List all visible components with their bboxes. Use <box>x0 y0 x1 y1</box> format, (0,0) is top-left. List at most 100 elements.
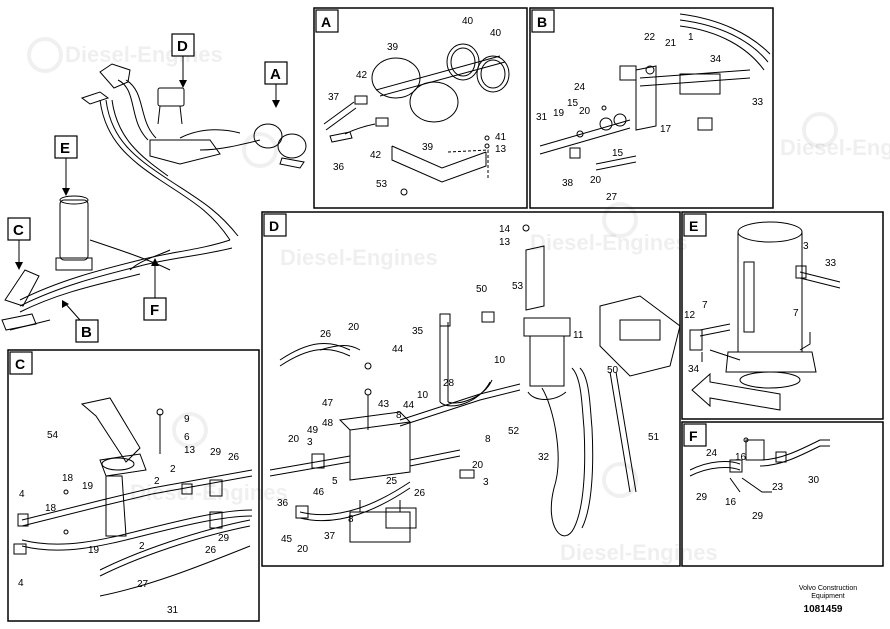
svg-text:2: 2 <box>154 476 160 487</box>
svg-text:43: 43 <box>378 399 390 410</box>
panel-E-callouts: 3 33 7 12 7 34 <box>684 241 837 375</box>
overview-flag-D[interactable]: D <box>171 33 195 88</box>
panel-B-tag <box>531 9 555 33</box>
svg-text:8: 8 <box>348 514 354 525</box>
overview-flag-E[interactable]: E <box>54 135 78 196</box>
svg-text:16: 16 <box>735 452 747 463</box>
svg-text:29: 29 <box>210 447 222 458</box>
svg-text:44: 44 <box>403 400 415 411</box>
panel-F-callouts: 24 16 23 30 29 16 29 <box>696 448 820 522</box>
svg-text:20: 20 <box>297 544 309 555</box>
watermark-text: Diesel-Engines <box>560 540 718 565</box>
svg-text:48: 48 <box>322 418 334 429</box>
svg-text:26: 26 <box>228 452 240 463</box>
svg-text:35: 35 <box>412 326 424 337</box>
svg-text:31: 31 <box>167 605 179 616</box>
svg-text:7: 7 <box>702 300 708 311</box>
svg-text:13: 13 <box>495 144 507 155</box>
svg-text:27: 27 <box>606 192 618 203</box>
svg-text:19: 19 <box>82 481 94 492</box>
watermark-text: Diesel-Engines <box>530 230 688 255</box>
svg-text:12: 12 <box>684 310 696 321</box>
svg-text:52: 52 <box>508 426 520 437</box>
svg-text:A: A <box>270 66 281 83</box>
svg-text:42: 42 <box>356 70 368 81</box>
svg-text:50: 50 <box>607 365 619 376</box>
svg-text:C: C <box>13 222 24 239</box>
panel-D-callouts: 14 13 53 50 26 20 44 35 11 10 28 47 48 4… <box>277 224 660 555</box>
panel-C: C 54 9 6 13 18 19 <box>7 349 260 622</box>
overview-drawing <box>1 63 307 331</box>
svg-text:2: 2 <box>139 541 145 552</box>
svg-text:15: 15 <box>567 98 579 109</box>
svg-text:14: 14 <box>499 224 511 235</box>
panel-B-letter: B <box>537 14 547 30</box>
panel-A-letter: A <box>321 14 331 30</box>
panel-F-tag <box>683 423 707 447</box>
svg-text:E: E <box>60 140 70 157</box>
svg-text:19: 19 <box>553 108 565 119</box>
svg-text:6: 6 <box>184 432 190 443</box>
svg-text:32: 32 <box>538 452 550 463</box>
svg-text:26: 26 <box>414 488 426 499</box>
svg-text:31: 31 <box>536 112 548 123</box>
svg-text:3: 3 <box>803 241 809 252</box>
svg-text:16: 16 <box>725 497 737 508</box>
panel-E-tag <box>683 213 707 237</box>
svg-text:D: D <box>177 38 188 55</box>
svg-text:37: 37 <box>324 531 336 542</box>
svg-text:33: 33 <box>825 258 837 269</box>
svg-text:38: 38 <box>562 178 574 189</box>
panel-C-letter: C <box>15 356 25 372</box>
svg-text:3: 3 <box>483 477 489 488</box>
panel-D-tag <box>263 213 287 237</box>
svg-text:41: 41 <box>495 132 507 143</box>
svg-text:8: 8 <box>485 434 491 445</box>
svg-text:17: 17 <box>660 124 672 135</box>
svg-text:29: 29 <box>218 533 230 544</box>
overview-flag-A[interactable]: A <box>264 61 288 108</box>
panel-F: F 24 16 23 30 29 16 29 <box>681 421 884 567</box>
svg-text:3: 3 <box>307 437 313 448</box>
svg-text:7: 7 <box>793 308 799 319</box>
svg-text:20: 20 <box>579 106 591 117</box>
svg-text:39: 39 <box>387 42 399 53</box>
svg-text:15: 15 <box>612 148 624 159</box>
svg-text:40: 40 <box>462 16 474 27</box>
svg-text:10: 10 <box>494 355 506 366</box>
svg-text:51: 51 <box>648 432 660 443</box>
svg-text:13: 13 <box>184 445 196 456</box>
svg-text:26: 26 <box>205 545 217 556</box>
panel-D-letter: D <box>269 218 279 234</box>
svg-text:40: 40 <box>490 28 502 39</box>
svg-text:29: 29 <box>696 492 708 503</box>
svg-text:45: 45 <box>281 534 293 545</box>
panel-A-callouts: 39 40 40 42 37 36 42 39 41 13 53 <box>328 16 507 190</box>
svg-text:13: 13 <box>499 237 511 248</box>
svg-text:B: B <box>81 324 92 341</box>
svg-text:19: 19 <box>88 545 100 556</box>
svg-text:24: 24 <box>706 448 718 459</box>
svg-text:29: 29 <box>752 511 764 522</box>
overview-flag-C[interactable]: C <box>7 217 31 270</box>
overview-flag-F[interactable]: F <box>143 258 167 321</box>
svg-text:24: 24 <box>574 82 586 93</box>
panel-C-callouts: 54 9 6 13 18 19 2 29 26 4 18 2 19 2 26 2… <box>18 414 240 616</box>
panel-C-tag <box>9 351 33 375</box>
svg-text:37: 37 <box>328 92 340 103</box>
svg-text:20: 20 <box>288 434 300 445</box>
panel-B-callouts: 22 21 1 34 24 33 19 20 15 31 17 38 20 15… <box>536 32 764 203</box>
svg-text:20: 20 <box>590 175 602 186</box>
panel-A-tag <box>315 9 339 33</box>
svg-text:50: 50 <box>476 284 488 295</box>
svg-text:20: 20 <box>348 322 360 333</box>
footer-drawing-number: 1081459 <box>803 604 843 615</box>
svg-text:53: 53 <box>512 281 524 292</box>
svg-text:30: 30 <box>808 475 820 486</box>
panel-E: E 3 33 7 12 7 34 <box>681 211 884 420</box>
svg-text:42: 42 <box>370 150 382 161</box>
overview-flag-B[interactable]: B <box>62 300 99 343</box>
panel-A: A 39 40 40 42 37 <box>313 7 528 209</box>
panel-E-letter: E <box>689 218 698 234</box>
